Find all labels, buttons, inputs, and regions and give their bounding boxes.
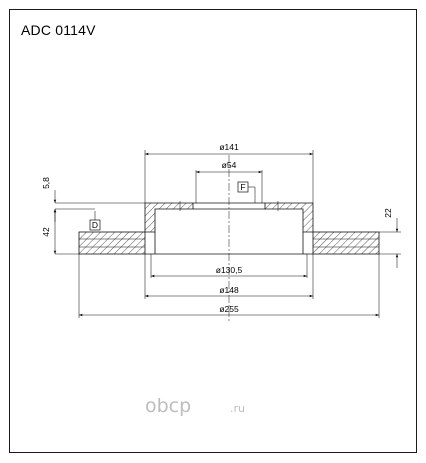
label-h5-8: 5,8 xyxy=(41,177,51,189)
label-h22: 22 xyxy=(383,208,393,218)
datum-d: D xyxy=(89,211,101,231)
drawing-frame xyxy=(9,9,417,453)
dimension-d255: ø255 xyxy=(78,254,380,318)
label-d255: ø255 xyxy=(219,304,239,314)
dimension-d141: ø141 xyxy=(144,142,314,203)
dimension-d148: ø148 xyxy=(144,254,314,299)
part-number-title: ADC 0114V xyxy=(21,22,96,38)
dimension-d54: ø54 xyxy=(195,160,263,203)
label-d148: ø148 xyxy=(219,285,239,295)
watermark-tld: .ru xyxy=(230,402,245,415)
label-d54: ø54 xyxy=(222,160,237,170)
watermark-logo: obcp .ru xyxy=(145,395,245,417)
label-d141: ø141 xyxy=(219,142,239,152)
dimension-h5-8: 5,8 xyxy=(41,177,145,222)
left-friction-ring xyxy=(78,231,146,255)
hat-right xyxy=(264,202,314,233)
dimension-d130-5: ø130,5 xyxy=(150,254,308,278)
label-h42: 42 xyxy=(41,227,51,237)
label-d130-5: ø130,5 xyxy=(216,265,243,275)
right-friction-ring xyxy=(312,231,380,255)
hat-left xyxy=(144,202,194,233)
dimension-h42: 42 xyxy=(41,209,79,255)
datum-d-label: D xyxy=(92,220,98,230)
watermark-brand: obcp xyxy=(145,395,191,417)
disc-section xyxy=(78,201,380,255)
dimension-h22: 22 xyxy=(379,208,401,268)
datum-f: F xyxy=(237,181,256,203)
datum-f-label: F xyxy=(240,182,245,192)
